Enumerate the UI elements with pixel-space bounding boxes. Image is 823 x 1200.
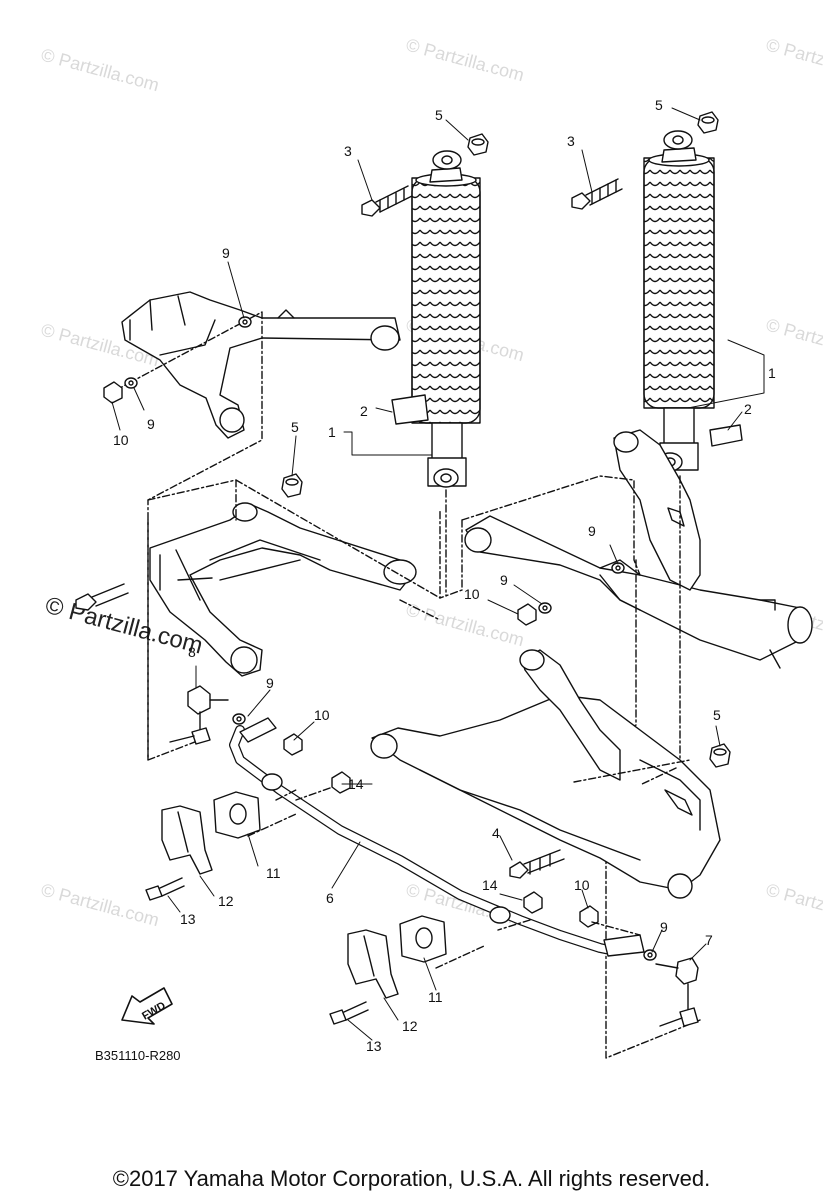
- bolt-3-left: [361, 185, 413, 217]
- stabilizer-link-7: [655, 957, 699, 1027]
- bushing-11-left: [213, 791, 261, 839]
- upper-arm-inset: [121, 291, 401, 439]
- stabilizer-link-8: [169, 685, 229, 745]
- nut-5-lower: [709, 743, 731, 768]
- label-tag-right: [709, 424, 743, 447]
- callout-9: 9: [588, 523, 596, 539]
- watermark-text: © Partzilla.com: [404, 35, 526, 86]
- bushing-11-right: [399, 915, 447, 963]
- callout-10: 10: [314, 707, 330, 723]
- diagram-code: B351110-R280: [95, 1048, 181, 1063]
- callout-14: 14: [482, 877, 498, 893]
- lower-arm-right: [464, 429, 813, 669]
- nut-10-inset: [103, 381, 123, 404]
- watermark-text: © Partzilla.com: [764, 315, 823, 366]
- shock-absorber-left: [411, 150, 481, 488]
- watermark-text: © Partzilla.com: [764, 880, 823, 931]
- callout-12: 12: [218, 893, 234, 909]
- callout-5: 5: [713, 707, 721, 723]
- callout-13: 13: [366, 1038, 382, 1054]
- callout-9: 9: [266, 675, 274, 691]
- bolt-4: [509, 849, 565, 879]
- washer-9-inset: [238, 316, 252, 328]
- callout-3: 3: [344, 143, 352, 159]
- bracket-12-left: [161, 805, 213, 875]
- trailing-arm-lower: [370, 649, 721, 899]
- bracket-12-right: [347, 929, 399, 999]
- washer-9-inset-lower: [124, 377, 138, 389]
- callout-1: 1: [328, 424, 336, 440]
- callout-7: 7: [705, 932, 713, 948]
- bolt-13-right: [329, 1001, 369, 1025]
- nut-10-link-right: [579, 905, 599, 928]
- watermark-text: © Partzilla.com: [39, 880, 161, 931]
- callout-2: 2: [744, 401, 752, 417]
- callout-14: 14: [348, 776, 364, 792]
- bolt-3-right: [571, 178, 623, 210]
- nut-10-right: [517, 603, 537, 626]
- nut-14-upper: [331, 771, 351, 794]
- callout-4: 4: [492, 825, 500, 841]
- lower-arm-left: [149, 502, 417, 677]
- fwd-arrow-icon: [121, 987, 173, 1025]
- callout-5: 5: [655, 97, 663, 113]
- washer-9-link-left: [232, 713, 246, 725]
- callout-9: 9: [222, 245, 230, 261]
- nut-14-lower: [523, 891, 543, 914]
- bolt-13-left: [145, 877, 185, 901]
- label-tag-left: [391, 394, 429, 425]
- nut-5-mid: [281, 473, 303, 498]
- callouts: 3 3 5 5 9 9 10 5 2 1 1 2 9 9 10 8 9 10 5…: [113, 97, 776, 1054]
- nut-10-link-left: [283, 733, 303, 756]
- callout-11: 11: [266, 865, 281, 881]
- inset-frame: [115, 311, 263, 761]
- leader-dash: [147, 489, 447, 761]
- callout-leaders: [111, 107, 765, 1041]
- callout-1: 1: [768, 365, 776, 381]
- bolt-left-long: [75, 583, 129, 611]
- callout-2: 2: [360, 403, 368, 419]
- nut-5-top-left: [467, 133, 489, 156]
- washer-9-link-right: [643, 949, 657, 961]
- callout-9: 9: [500, 572, 508, 588]
- nut-5-top-right: [697, 111, 719, 134]
- callout-9: 9: [147, 416, 155, 432]
- callout-12: 12: [402, 1018, 418, 1034]
- callout-5: 5: [435, 107, 443, 123]
- callout-5: 5: [291, 419, 299, 435]
- stabilizer-bar: [229, 717, 645, 957]
- washer-9-right-b: [538, 602, 552, 614]
- callout-3: 3: [567, 133, 575, 149]
- callout-11: 11: [428, 989, 443, 1005]
- watermark-text: © Partzilla.com: [764, 35, 823, 86]
- callout-9: 9: [660, 919, 668, 935]
- callout-10: 10: [464, 586, 480, 602]
- callout-6: 6: [326, 890, 334, 906]
- watermark-text: © Partzilla.com: [404, 600, 526, 651]
- callout-10: 10: [113, 432, 129, 448]
- callout-10: 10: [574, 877, 590, 893]
- watermark-text: © Partzilla.com: [39, 45, 161, 96]
- callout-8: 8: [188, 644, 196, 660]
- copyright-footer: ©2017 Yamaha Motor Corporation, U.S.A. A…: [112, 1166, 711, 1191]
- dashed-leaders: [247, 759, 691, 969]
- shock-absorber-right: [643, 130, 715, 472]
- callout-13: 13: [180, 911, 196, 927]
